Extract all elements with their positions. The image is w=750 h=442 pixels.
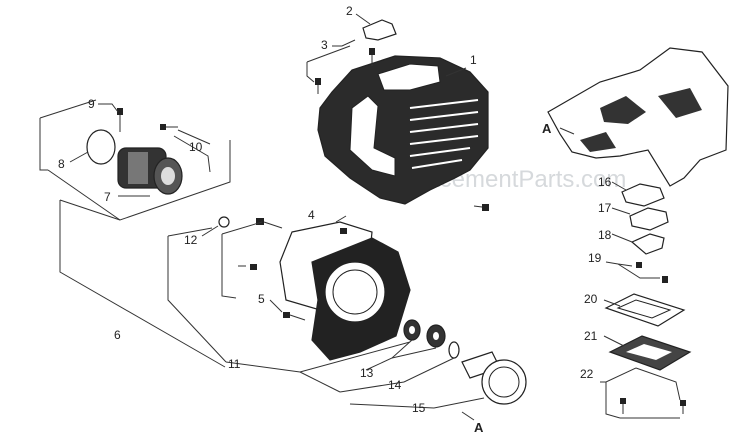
callout-21: 21 [584, 329, 598, 343]
gasket-16 [621, 183, 665, 207]
callout-16: 16 [598, 175, 612, 189]
callout-20: 20 [584, 292, 598, 306]
gasket-ring [86, 129, 116, 165]
washer-12 [218, 216, 230, 228]
callout-4: 4 [308, 208, 315, 222]
cover-screw [315, 48, 489, 211]
leader-lines [39, 13, 681, 421]
crankcase-half [279, 221, 411, 361]
muffler [117, 147, 183, 195]
callout-19: 19 [588, 251, 602, 265]
insulator-20 [604, 293, 686, 327]
callout-12: 12 [184, 233, 198, 247]
holder-21 [608, 335, 692, 371]
crankcase-block [547, 47, 729, 187]
callout-3: 3 [321, 38, 328, 52]
muffler-screws [117, 108, 178, 132]
callout-5: 5 [258, 292, 265, 306]
screws-19 [636, 262, 668, 283]
callout-6: 6 [114, 328, 121, 342]
bearings [403, 319, 446, 348]
screws-22 [620, 398, 686, 414]
callout-18: 18 [598, 228, 612, 242]
plate-17 [629, 207, 669, 231]
cap-part [362, 19, 397, 41]
callout-2: 2 [346, 4, 353, 18]
callout-a-bottom: A [474, 420, 484, 435]
callout-15: 15 [412, 401, 426, 415]
callout-7: 7 [104, 190, 111, 204]
callout-8: 8 [58, 157, 65, 171]
valve-18 [630, 233, 665, 255]
clutch-drum [461, 351, 527, 405]
seal-14 [448, 341, 460, 359]
callout-14: 14 [388, 378, 402, 392]
callout-9: 9 [88, 97, 95, 111]
callout-22: 22 [580, 367, 594, 381]
case-screws [250, 218, 347, 321]
engine-cover [317, 55, 489, 205]
callout-17: 17 [598, 201, 612, 215]
callout-1: 1 [470, 53, 477, 67]
callout-11: 11 [228, 357, 241, 371]
callout-13: 13 [360, 366, 374, 380]
callout-labels: 1 2 3 4 5 6 7 8 9 10 11 12 13 14 15 16 1… [58, 4, 612, 435]
callout-a-top: A [542, 121, 552, 136]
callout-10: 10 [189, 140, 203, 154]
